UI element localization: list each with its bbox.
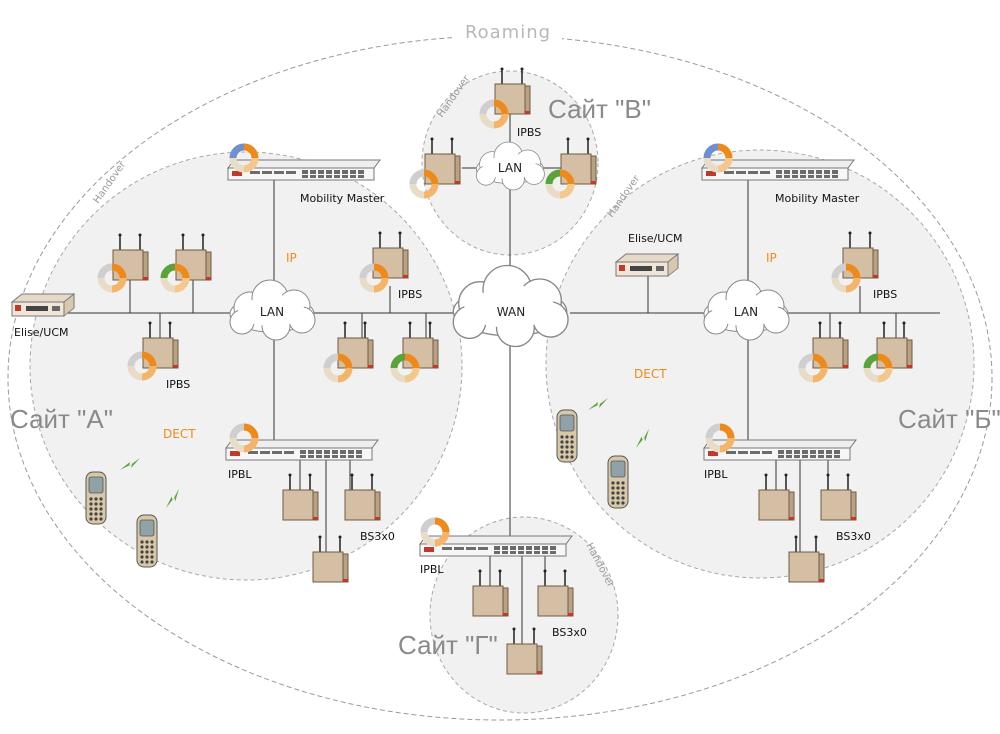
mobility-master-label-a: Mobility Master	[300, 192, 385, 205]
dect-label-a: DECT	[163, 427, 196, 441]
lan-label-a: LAN	[260, 305, 284, 319]
site-name-g: Сайт "Г"	[398, 630, 498, 660]
ipbl-label-b: IPBL	[704, 468, 728, 481]
dect-phone-b-2	[607, 455, 629, 509]
elise-ucm-a	[11, 293, 75, 317]
elise-ucm-b	[615, 253, 679, 277]
site-name-v: Сайт "В"	[548, 94, 651, 124]
dect-label-b: DECT	[634, 367, 667, 381]
dect-phone-a-2	[136, 514, 158, 568]
site-name-b: Сайт "Б"	[898, 404, 1000, 434]
elise-ucm-label-a: Elise/UCM	[14, 326, 69, 339]
lan-label-b: LAN	[734, 305, 758, 319]
ipbs-label-a-1: IPBS	[166, 378, 190, 391]
ipbs-label-a-2: IPBS	[398, 288, 422, 301]
dect-phone-b-1	[556, 409, 578, 463]
bs-label-g: BS3x0	[552, 626, 587, 639]
ipbl-label-g: IPBL	[420, 563, 444, 576]
bs-label-a: BS3x0	[360, 530, 395, 543]
ipbs-label-v: IPBS	[517, 126, 541, 139]
site-g-area	[429, 516, 619, 714]
ip-label-a: IP	[286, 251, 297, 265]
ipbl-label-a: IPBL	[228, 468, 252, 481]
mobility-master-label-b: Mobility Master	[775, 192, 860, 205]
bs-label-b: BS3x0	[836, 530, 871, 543]
dect-phone-a-1	[85, 471, 107, 525]
roaming-title: Roaming	[465, 22, 551, 43]
lan-label-v: LAN	[498, 161, 522, 175]
ipbs-label-b: IPBS	[873, 288, 897, 301]
ip-label-b: IP	[766, 251, 777, 265]
wan-label: WAN	[497, 305, 525, 319]
elise-ucm-label-b: Elise/UCM	[628, 232, 683, 245]
site-name-a: Сайт "А"	[10, 404, 113, 434]
